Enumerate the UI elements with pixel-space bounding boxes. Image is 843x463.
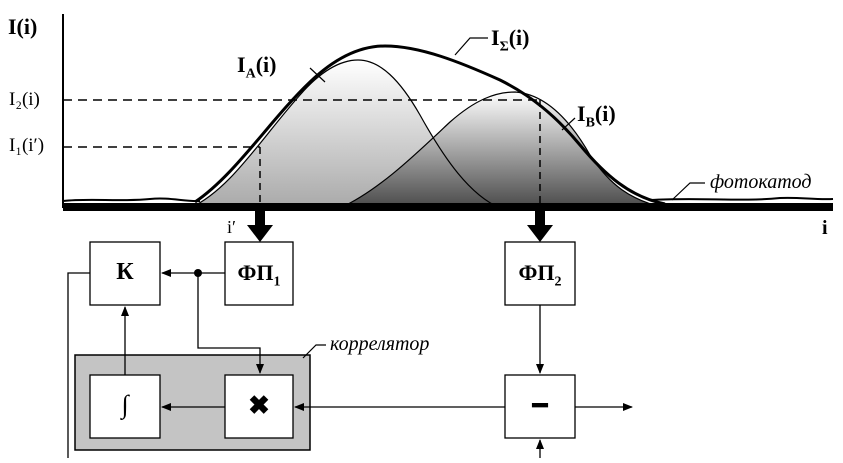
junction-to-multiplier <box>197 273 264 374</box>
curve-b-line <box>339 91 666 209</box>
block-multiplier <box>224 374 294 439</box>
baseline-noise <box>62 196 834 203</box>
fp2-block-label: ФП2 <box>518 260 562 290</box>
sum-leader <box>454 37 488 56</box>
curve-sum-line <box>194 44 666 206</box>
arrow-2-head <box>527 225 553 242</box>
block-k <box>89 241 161 306</box>
b-leader <box>561 117 576 131</box>
block-subtractor <box>504 374 576 439</box>
y-axis-label: I(i) <box>8 14 38 39</box>
integrator-symbol: ∫ <box>121 390 129 419</box>
photocathode-label: фотокатод <box>710 171 812 193</box>
correlator-label: коррелятор <box>330 333 430 355</box>
x-mark-label: i′ <box>227 217 236 237</box>
sum-curve-label: IΣ(i) <box>491 25 530 55</box>
level-2-label: I₂(i) <box>9 89 40 110</box>
k-block-label: К <box>116 259 134 285</box>
block-integrator <box>89 374 161 439</box>
arrow-1-head <box>247 225 273 242</box>
photocathode-line <box>63 203 833 211</box>
block-fp1 <box>224 241 294 306</box>
block-fp2 <box>504 241 576 306</box>
a-leader <box>309 67 326 83</box>
x-axis-label: i <box>822 217 828 239</box>
a-curve-label: IA(i) <box>237 52 277 82</box>
k-output-line <box>67 272 90 458</box>
multiplier-symbol: ✖ <box>248 391 270 420</box>
curve-b-fill <box>340 92 665 208</box>
curve-a-line <box>189 59 501 209</box>
arrow-2-shaft <box>535 211 545 227</box>
arrow-1-shaft <box>255 211 265 227</box>
level-1-label: I₁(i′) <box>9 135 45 156</box>
b-curve-label: IB(i) <box>577 101 616 131</box>
subtractor-symbol: ━ <box>532 391 548 420</box>
fp1-block-label: ФП1 <box>237 260 281 290</box>
photocathode-leader <box>671 182 705 201</box>
correlator-leader <box>302 344 326 359</box>
